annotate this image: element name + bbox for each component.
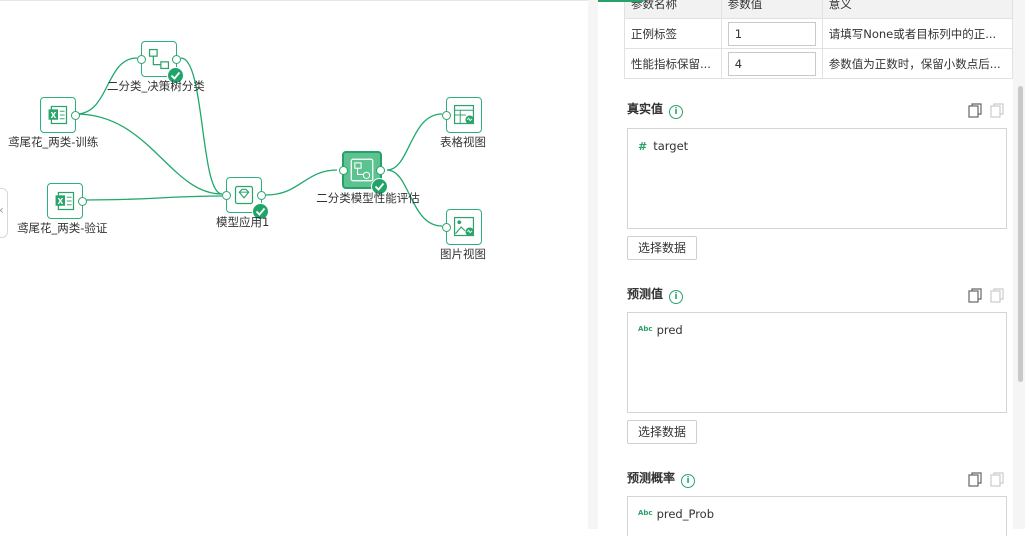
info-icon[interactable]: i (669, 105, 684, 119)
section-title-true-value: 真实值 i (627, 100, 684, 119)
success-check-icon (167, 67, 184, 84)
paste-icon[interactable] (990, 103, 1004, 118)
excel-icon: X (48, 105, 68, 125)
section-title-text: 预测值 (627, 287, 664, 301)
excel-icon: X (55, 191, 75, 211)
output-port[interactable] (376, 165, 385, 175)
canvas-top-border (0, 0, 588, 1)
copy-icon[interactable] (968, 288, 982, 303)
properties-content: 参数名称 参数值 意义 正例标签 1 请填写None或者目标列中的正... 性能… (598, 0, 1014, 536)
params-table: 参数名称 参数值 意义 正例标签 1 请填写None或者目标列中的正... 性能… (624, 0, 1014, 79)
flowchart-icon (148, 48, 170, 70)
field-name: pred (656, 323, 683, 337)
info-icon[interactable]: i (681, 474, 696, 488)
edge-eval-to-image (386, 169, 443, 227)
diamond-model-icon (234, 185, 254, 205)
evaluation-icon (350, 158, 374, 182)
edge-valid-to-apply (85, 195, 223, 201)
param-name: 性能指标保留... (631, 56, 711, 71)
input-port[interactable] (339, 165, 348, 175)
field-name: target (653, 139, 689, 153)
input-port[interactable] (222, 190, 231, 200)
success-check-icon (252, 203, 269, 220)
success-check-icon (371, 178, 388, 195)
svg-text:X: X (57, 197, 63, 206)
param-value-input[interactable]: 4 (727, 51, 816, 76)
panel-scrollbar[interactable] (1018, 86, 1023, 382)
section-title-text: 预测概率 (627, 471, 676, 485)
active-tab-indicator (598, 0, 643, 2)
copy-icon[interactable] (968, 472, 982, 487)
param-meaning: 参数值为正数时，保留小数点后... (828, 56, 1001, 71)
workflow-canvas[interactable]: X 鸢尾花_两类-训练 X 鸢尾花_两类-验证 二分类_决策树分类 (0, 0, 588, 529)
param-meaning: 请填写None或者目标列中的正... (828, 26, 997, 41)
node-decision-tree[interactable] (137, 41, 184, 84)
copy-icon[interactable] (968, 103, 982, 118)
numeric-type-icon: # (638, 140, 648, 153)
header-meaning: 意义 (821, 0, 1014, 19)
param-name: 正例标签 (631, 26, 677, 41)
select-data-button[interactable]: 选择数据 (627, 420, 698, 444)
header-param-name: 参数名称 (624, 0, 722, 19)
output-port[interactable] (257, 190, 266, 200)
workflow-edges (75, 57, 443, 227)
header-param-value: 参数值 (720, 0, 823, 19)
node-iris-valid[interactable]: X (47, 183, 87, 219)
node-model-apply[interactable] (222, 177, 269, 220)
input-port[interactable] (442, 222, 451, 232)
node-label-train: 鸢尾花_两类-训练 (8, 135, 99, 149)
edge-train-to-dtree (75, 57, 138, 115)
select-data-button[interactable]: 选择数据 (627, 236, 698, 260)
edge-apply-to-eval (265, 169, 338, 196)
table-row: 正例标签 1 请填写None或者目标列中的正... (624, 18, 1014, 49)
node-label-apply: 模型应用1 (216, 215, 270, 229)
properties-panel: 参数名称 参数值 意义 正例标签 1 请填写None或者目标列中的正... 性能… (588, 0, 1025, 536)
text-type-icon: Abc (638, 509, 653, 517)
output-port[interactable] (78, 196, 87, 206)
node-table-view[interactable] (442, 97, 482, 133)
node-image-view[interactable] (442, 209, 482, 245)
true-value-field-box[interactable]: # target (627, 128, 1007, 229)
output-port[interactable] (172, 54, 181, 64)
params-table-header: 参数名称 参数值 意义 (624, 0, 1014, 19)
svg-text:X: X (50, 111, 56, 120)
chevron-left-icon: ‹ (0, 203, 4, 217)
section-title-pred-prob: 预测概率 i (627, 469, 696, 488)
node-binary-eval[interactable] (339, 151, 388, 195)
paste-icon[interactable] (990, 288, 1004, 303)
sidebar-collapse-handle[interactable]: ‹ (0, 188, 8, 238)
node-iris-train[interactable]: X (40, 97, 80, 133)
info-icon[interactable]: i (669, 290, 684, 304)
paste-icon[interactable] (990, 472, 1004, 487)
section-title-pred-value: 预测值 i (627, 285, 684, 304)
section-title-text: 真实值 (627, 102, 664, 116)
table-row: 性能指标保留... 4 参数值为正数时，保留小数点后... (624, 48, 1014, 79)
table-view-icon (453, 104, 475, 125)
node-label-eval: 二分类模型性能评估 (316, 191, 420, 205)
node-label-valid: 鸢尾花_两类-验证 (17, 221, 108, 235)
input-port[interactable] (442, 110, 451, 120)
param-value-input[interactable]: 1 (727, 21, 816, 46)
text-type-icon: Abc (638, 325, 653, 333)
field-name: pred_Prob (656, 507, 715, 521)
node-label-table: 表格视图 (440, 135, 486, 149)
image-view-icon (453, 216, 475, 237)
input-port[interactable] (137, 54, 146, 64)
edge-eval-to-table (386, 113, 443, 171)
node-label-image: 图片视图 (440, 247, 486, 261)
output-port[interactable] (71, 110, 80, 120)
edge-train-to-apply (75, 113, 223, 195)
node-label-dtree: 二分类_决策树分类 (107, 79, 205, 93)
field-chip[interactable]: # target (638, 139, 688, 153)
edge-dtree-to-apply (180, 57, 223, 195)
